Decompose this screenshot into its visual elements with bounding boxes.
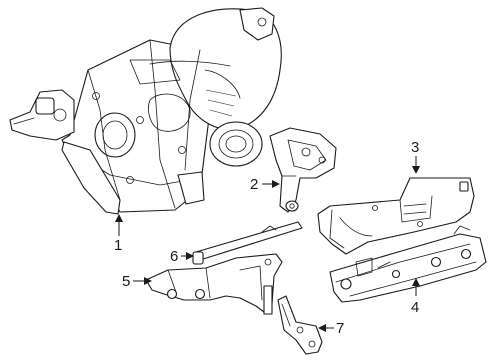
callout-6: 6: [170, 248, 194, 265]
callout-7: 7: [318, 320, 344, 337]
turbocharger-assembly: [9, 7, 282, 215]
turbo-support-bracket: [269, 127, 337, 213]
callout-4: 4: [411, 278, 420, 316]
small-bracket: [277, 295, 323, 355]
callout-label-2: 2: [250, 176, 258, 193]
callout-5: 5: [122, 273, 152, 290]
support-rod: [192, 221, 303, 265]
callout-label-6: 6: [170, 248, 178, 265]
callout-label-5: 5: [122, 273, 130, 290]
callout-2: 2: [250, 176, 280, 193]
lower-heat-shield: [329, 225, 487, 303]
callout-3: 3: [411, 139, 420, 174]
callout-1: 1: [114, 214, 123, 254]
callout-label-3: 3: [411, 139, 419, 156]
upper-heat-shield: [317, 177, 475, 255]
lower-mounting-bracket: [145, 253, 283, 315]
callout-label-7: 7: [336, 320, 344, 337]
callout-label-1: 1: [114, 237, 122, 254]
callout-label-4: 4: [411, 299, 419, 316]
